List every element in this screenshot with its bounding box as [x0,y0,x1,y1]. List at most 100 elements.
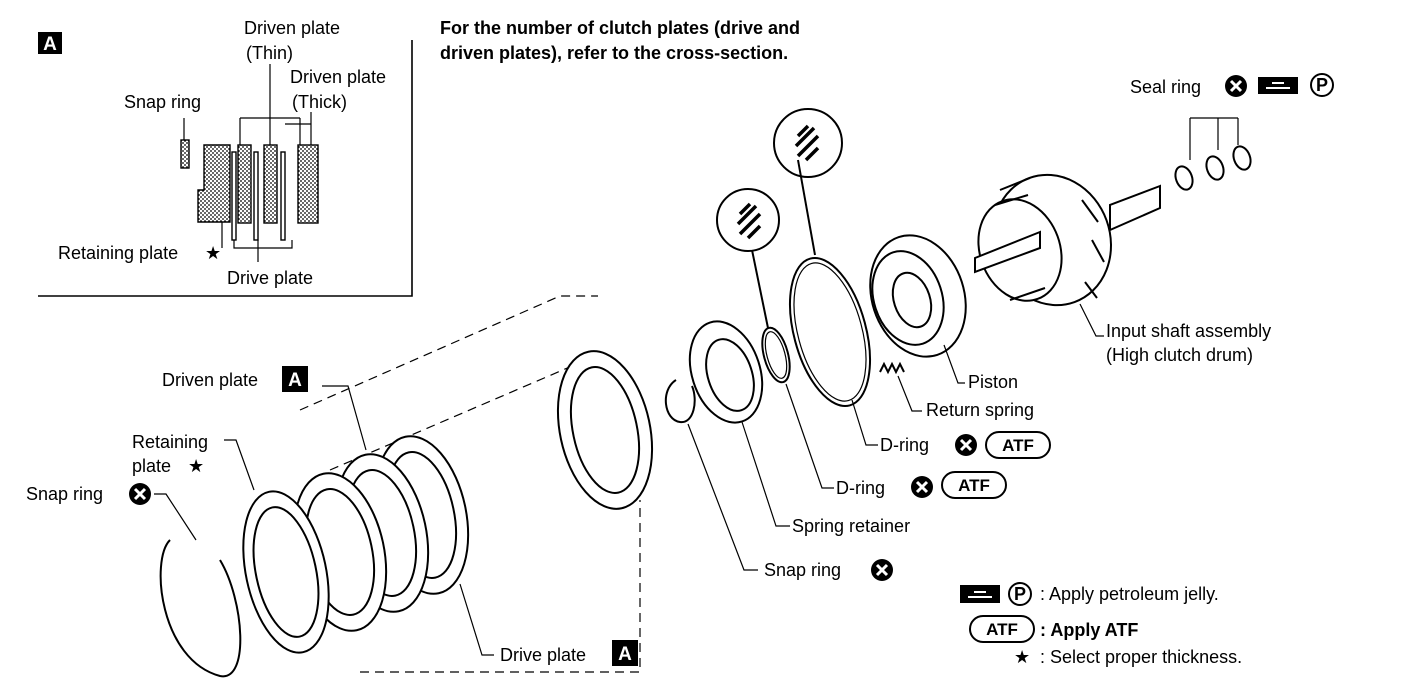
inset-thin-leader [239,64,301,145]
d-ring-2-label: D-ring [836,478,885,498]
retaining-plate-label-1: Retaining [132,432,208,452]
legend-p-icon [1008,582,1032,606]
spring-retainer-group: Spring retainer [688,320,910,536]
d-ring-large-group: D-ring ATF [773,108,1051,459]
spring-retainer-label: Spring retainer [792,516,910,536]
pack-dash-top [299,295,598,411]
seal-ring-group: Seal ring P [1130,73,1334,191]
inner-snap-ring-leader [687,423,758,571]
inset-drive-plate-3 [280,151,286,241]
driven-plate-leader [322,385,367,451]
spring-retainer-outer [688,320,764,424]
d-ring-2-atf-label: ATF [958,476,990,495]
note-line-1: For the number of clutch plates (drive a… [440,18,800,38]
retaining-plate-star: ★ [188,456,204,476]
legend-select-thickness-text: : Select proper thickness. [1040,647,1242,667]
inset-driven-thick-sub: (Thick) [292,92,347,112]
replace-icon [1223,73,1249,99]
inset-snap-ring-label: Snap ring [124,92,201,112]
outer-snap-ring-replace-icon [127,481,153,507]
inset-cross-section: A Driven plate (Thin) Driven plate (Thic… [38,18,413,297]
driven-plate-badge-label: A [288,370,302,391]
inset-snap-ring [180,139,190,169]
retaining-plate-inner [252,506,320,638]
inset-driven-plate-2 [263,144,278,224]
pack-dash-bottom [360,500,641,673]
input-shaft-label-2: (High clutch drum) [1106,345,1253,365]
d-ring-large-callout [773,108,843,178]
drive-plate-leader [459,583,494,656]
legend-petroleum-jelly-icon-mark [968,591,992,598]
seal-ring-label: Seal ring [1130,77,1201,97]
inset-star: ★ [205,243,221,263]
clutch-pack: Driven plate A Drive plate A Retaining p… [132,295,654,673]
inset-retaining-plate-label: Retaining plate [58,243,178,263]
outer-snap-ring [159,539,242,678]
drive-plate-label: Drive plate [500,645,586,665]
spring-retainer-leader [741,421,790,527]
inset-thick-leader [285,112,312,145]
inset-driven-thin-sub: (Thin) [246,43,293,63]
petroleum-jelly-icon-mark [1266,82,1290,89]
d-ring-large-pointer [797,159,816,256]
piston-leader [943,344,965,384]
inset-drive-plate-label: Drive plate [227,268,313,288]
inset-retaining-plate [197,144,231,223]
inset-badge [38,32,62,54]
driven-plate-badge [282,366,308,392]
d-ring-small [761,326,791,384]
driven-plate-label: Driven plate [162,370,258,390]
drive-plate-badge [612,640,638,666]
drive-plate-rear [556,350,654,510]
d-ring-1-replace-icon [953,432,979,458]
clutch-drum-splines [994,177,1105,301]
input-shaft-assembly: Input shaft assembly (High clutch drum) [974,173,1271,365]
legend: P : Apply petroleum jelly. ATF : Apply A… [960,582,1242,667]
legend-petroleum-jelly-text: : Apply petroleum jelly. [1040,584,1219,604]
d-ring-1-atf-icon [985,431,1051,459]
inner-snap-ring-replace-icon [869,557,895,583]
inner-snap-ring-label: Snap ring [764,560,841,580]
p-icon [1310,73,1334,97]
drive-plate-rear-inner [569,366,641,494]
seal-ring-leader [1189,117,1239,160]
inset-frame [38,40,413,297]
drive-plate-badge-label: A [618,644,632,665]
d-ring-1-leader [851,399,878,446]
input-shaft-leader [1079,303,1104,337]
d-ring-2-replace-icon [909,474,935,500]
piston-bore [891,271,933,329]
inner-snap-ring [664,379,696,424]
inset-driven-thick-label: Driven plate [290,67,386,87]
legend-apply-atf-text: : Apply ATF [1040,620,1138,640]
legend-atf-icon [969,615,1035,643]
seal-ring-2 [1205,155,1225,181]
d-ring-1-label: D-ring [880,435,929,455]
piston-outer [869,234,967,358]
spring-retainer-inner [705,338,755,412]
d-ring-small-callout [716,188,780,252]
shaft-front [974,230,1041,274]
outer-snap-ring-group: Snap ring [26,481,242,678]
retaining-plate-leader [224,439,255,491]
d-ring-section-icon [794,124,820,162]
d-ring-small-section-icon [736,202,762,240]
inset-drive-plate-2 [253,151,259,241]
inner-snap-ring-group: Snap ring [664,379,895,583]
inset-drive-leader [233,240,293,262]
input-shaft [1109,184,1161,232]
inset-driven-thin-label: Driven plate [244,18,340,38]
return-spring [879,361,905,375]
p-icon-label: P [1316,75,1328,95]
d-ring-small-group: D-ring ATF [716,188,1007,500]
legend-star: ★ [1014,647,1030,667]
inset-driven-plate-1 [237,144,252,224]
return-spring-leader [897,375,922,412]
legend-petroleum-jelly-icon [960,585,1000,603]
note-line-2: driven plates), refer to the cross-secti… [440,43,788,63]
piston-group: Piston Return spring [869,234,1034,420]
pack-dash-mid [329,353,601,471]
d-ring-1-atf-label: ATF [1002,436,1034,455]
return-spring-label: Return spring [926,400,1034,420]
